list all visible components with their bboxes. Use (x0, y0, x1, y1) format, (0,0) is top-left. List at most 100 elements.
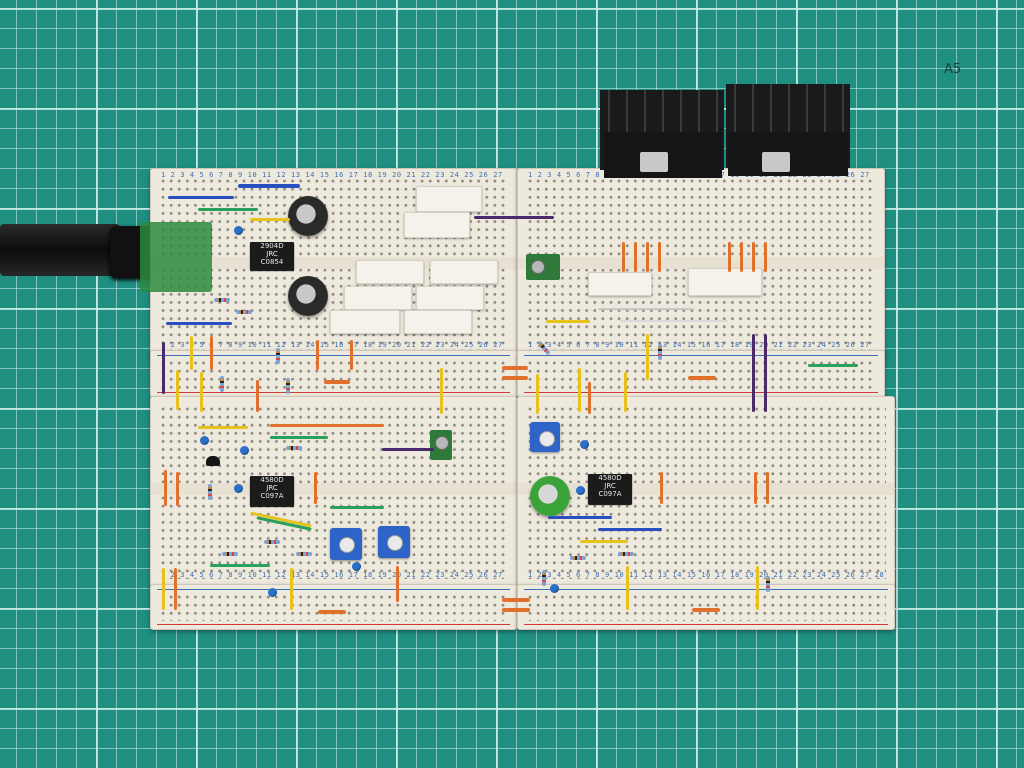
ic-marking-line3: C097A (598, 490, 622, 498)
jumper-wire (210, 564, 270, 567)
resistor (658, 344, 662, 360)
ceramic-capacitor (268, 588, 277, 597)
jumper-wire (580, 540, 628, 543)
film-capacitor (330, 310, 400, 334)
resistor (214, 298, 230, 302)
trimmer-potentiometer[interactable] (530, 422, 560, 452)
jumper-wire (440, 368, 443, 414)
jumper-wire (502, 376, 528, 380)
jumper-wire (764, 334, 767, 412)
jumper-wire (198, 208, 258, 211)
ceramic-capacitor (576, 486, 585, 495)
jumper-wire (598, 308, 694, 310)
mat-marker-label: A5 (944, 62, 962, 77)
jumper-wire (290, 568, 293, 610)
jumper-wire (754, 472, 757, 504)
jumper-wire (634, 242, 637, 272)
ic-marking-line3: C0854 (260, 258, 284, 266)
jumper-wire (396, 566, 399, 602)
ic-marking-line1: 4580D (598, 474, 622, 482)
jumper-wire (164, 470, 167, 506)
jumper-wire (660, 472, 663, 504)
ic-marking-line1: 2904D (260, 242, 284, 250)
jumper-wire (270, 436, 328, 439)
film-capacitor (356, 260, 424, 284)
jumper-wire (808, 364, 858, 367)
ic-marking-line1: 4580D (260, 476, 284, 484)
column-numbers: 1 2 3 4 5 6 7 8 9 10 11 12 13 14 15 16 1… (528, 341, 874, 349)
jumper-wire (210, 336, 213, 370)
jumper-wire (646, 334, 649, 380)
resistor (618, 552, 634, 556)
jumper-wire (658, 242, 661, 272)
jumper-wire (752, 334, 755, 412)
jumper-wire (624, 372, 627, 412)
jumper-wire (166, 322, 232, 325)
jumper-wire (766, 472, 769, 504)
jumper-wire (162, 342, 165, 394)
jumper-wire (270, 424, 384, 427)
jumper-wire (764, 242, 767, 272)
electrolytic-capacitor (288, 196, 328, 236)
power-rail-top-left (150, 350, 517, 398)
jumper-wire (536, 374, 539, 414)
electrolytic-capacitor (530, 476, 570, 516)
resistor (570, 556, 586, 560)
resistor (220, 376, 224, 392)
ic-4580d-left: 4580D JRC C097A (250, 476, 294, 506)
resistor (286, 446, 302, 450)
film-capacitor (416, 186, 482, 212)
ceramic-capacitor (550, 584, 559, 593)
jumper-wire (578, 368, 581, 412)
jumper-wire (740, 242, 743, 272)
jumper-wire (474, 216, 554, 219)
ceramic-capacitor (200, 436, 209, 445)
column-numbers: 1 2 3 4 5 6 7 8 9 10 11 12 13 14 15 16 1… (161, 341, 506, 349)
resistor (264, 540, 280, 544)
jumper-wire (546, 320, 590, 323)
jumper-wire (162, 568, 165, 610)
jumper-wire (588, 382, 591, 414)
resistor (542, 570, 546, 586)
jack-breakout-board (140, 222, 212, 292)
dc-barrel-jack (0, 224, 120, 276)
jumper-wire (502, 366, 528, 370)
jumper-wire (198, 426, 248, 429)
jumper-wire (250, 218, 290, 221)
ceramic-capacitor (352, 562, 361, 571)
regulator-tab-right (762, 152, 790, 172)
column-numbers: 1 2 3 4 5 6 7 8 9 10 11 12 13 14 15 16 1… (528, 571, 884, 579)
trimmer-potentiometer[interactable] (378, 526, 410, 558)
jumper-wire (176, 472, 179, 506)
jumper-wire (646, 242, 649, 272)
jumper-wire (168, 196, 234, 199)
jumper-wire (176, 370, 179, 410)
jumper-wire (752, 242, 755, 272)
regulator-tab-left (640, 152, 668, 172)
breadboard-top-right: 1 2 3 4 5 6 7 8 9 10 11 12 13 14 15 16 1… (517, 168, 885, 360)
film-capacitor (344, 286, 412, 310)
toggle-switch[interactable] (430, 430, 452, 460)
resistor (222, 552, 238, 556)
jumper-wire (174, 568, 177, 610)
electrolytic-capacitor (288, 276, 328, 316)
column-numbers: 1 2 3 4 5 6 7 8 9 10 11 12 13 14 15 16 1… (161, 171, 506, 179)
jumper-wire (692, 608, 720, 612)
jumper-wire (598, 528, 662, 531)
jumper-wire (238, 184, 300, 188)
jumper-wire (350, 340, 353, 370)
ic-marking-line3: C097A (260, 492, 284, 500)
ic-marking-line2: JRC (266, 484, 278, 492)
resistor (208, 484, 212, 500)
jumper-wire (688, 376, 716, 380)
jumper-wire (256, 380, 259, 412)
power-rail-bottom-left (150, 584, 517, 630)
film-capacitor (404, 310, 472, 334)
jumper-wire (314, 472, 317, 504)
ceramic-capacitor (580, 440, 589, 449)
jumper-wire (316, 340, 319, 370)
trimmer-potentiometer[interactable] (330, 528, 362, 560)
ic-marking-line2: JRC (604, 482, 616, 490)
toggle-switch[interactable] (526, 254, 560, 280)
film-capacitor (430, 260, 498, 284)
